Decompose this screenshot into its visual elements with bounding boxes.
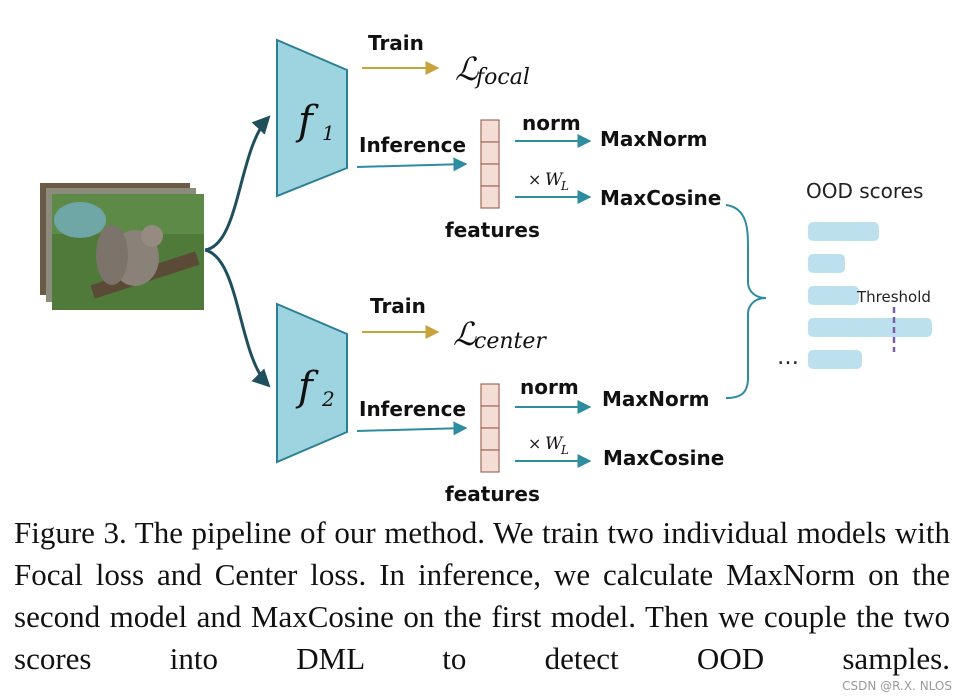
ood-score-bars [808, 222, 932, 369]
model-2: f 2 [276, 302, 348, 464]
ood-scores-title: OOD scores [806, 179, 923, 203]
ood-score-bar [808, 286, 859, 305]
ood-score-bar [808, 222, 879, 241]
model-1-maxnorm-label: MaxNorm [600, 127, 707, 151]
svg-text:L: L [560, 443, 569, 457]
model-1-weight-label: × W L [528, 170, 569, 193]
model-2-trapezoid [276, 302, 348, 464]
model-2-feature-vector [480, 383, 500, 473]
model-1-feature-vector [480, 119, 500, 209]
model-2-subscript: 2 [321, 387, 335, 411]
model-1-subscript: 1 [322, 121, 335, 145]
threshold-label: Threshold [856, 288, 931, 306]
model-1-features-label: features [445, 218, 540, 242]
model-2-norm-label: norm [520, 375, 579, 399]
model-1-inference-label: Inference [359, 133, 466, 157]
model-2-features-label: features [445, 482, 540, 506]
ellipsis-label: … [777, 345, 799, 370]
model-1-loss-symbol: ℒ [455, 50, 479, 88]
branch-arrow-to-model-2 [204, 248, 271, 388]
svg-text:W: W [545, 170, 564, 190]
figure-caption: Figure 3. The pipeline of our method. We… [14, 515, 950, 676]
branch-arrow-to-model-1 [204, 115, 271, 252]
input-image-stack [40, 183, 204, 310]
model-2-inference-arrow [356, 421, 468, 436]
combine-brace [725, 204, 767, 399]
svg-text:W: W [545, 434, 564, 454]
ood-score-bar [808, 350, 862, 369]
watermark: CSDN @R.X. NLOS [842, 679, 952, 693]
model-2-maxcosine-label: MaxCosine [603, 446, 724, 470]
model-2-maxnorm-label: MaxNorm [602, 387, 709, 411]
svg-text:L: L [560, 179, 569, 193]
model-2-loss-name: center [474, 329, 547, 354]
model-1-trapezoid [276, 38, 348, 198]
svg-text:×: × [528, 434, 541, 453]
pipeline-diagram: f 1 Train ℒ focal Inference features nor… [40, 31, 932, 506]
model-1-maxcosine-label: MaxCosine [600, 186, 721, 210]
model-1-loss-name: focal [474, 65, 530, 90]
model-2-loss-symbol: ℒ [453, 315, 477, 353]
ood-score-bar [808, 318, 932, 337]
ood-score-bar [808, 254, 845, 273]
model-2-inference-label: Inference [359, 397, 466, 421]
model-1-train-label: Train [368, 31, 424, 55]
model-1-norm-label: norm [522, 111, 581, 135]
model-1-inference-arrow [356, 157, 468, 172]
model-1: f 1 [276, 38, 348, 198]
model-2-weight-label: × W L [528, 434, 569, 457]
model-2-train-label: Train [370, 294, 426, 318]
svg-text:×: × [528, 170, 541, 189]
